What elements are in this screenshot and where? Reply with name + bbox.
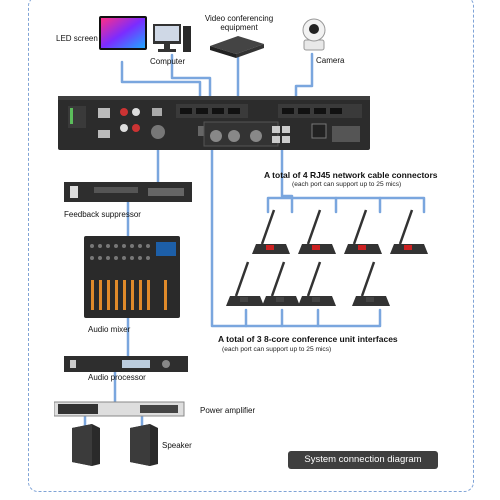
label-audio-processor: Audio processor <box>88 373 146 382</box>
mic-unit <box>252 209 290 254</box>
led-screen-icon <box>99 16 147 50</box>
label-led-screen: LED screen <box>56 34 98 43</box>
wire-computer <box>170 53 212 102</box>
eightcore-microphones <box>226 261 390 306</box>
wire-rj45-trunk <box>280 146 294 214</box>
label-camera: Camera <box>316 56 345 65</box>
label-rj45-sub: (each port can support up to 25 mics) <box>292 181 402 188</box>
label-rj45-title: A total of 4 RJ45 network cable connecto… <box>264 170 438 180</box>
main-conference-unit <box>58 96 370 150</box>
video-conf-icon <box>210 36 264 58</box>
speaker-right-icon <box>130 424 158 466</box>
rj45-microphones <box>252 209 428 254</box>
label-computer: Computer <box>150 57 186 66</box>
camera-icon <box>302 18 326 51</box>
label-feedback-suppressor: Feedback suppressor <box>64 210 141 219</box>
label-power-amplifier: Power amplifier <box>200 406 256 415</box>
wire-camera <box>294 52 314 102</box>
label-video-conf: Video conferencing equipment <box>204 14 274 32</box>
diagram-caption: System connection diagram <box>288 451 438 469</box>
label-8core-title: A total of 3 8-core conference unit inte… <box>218 334 398 344</box>
power-amplifier-icon <box>54 401 185 417</box>
computer-icon <box>153 24 191 52</box>
feedback-suppressor-icon <box>64 182 192 202</box>
diagram-frame <box>28 0 474 492</box>
label-8core-sub: (each port can support up to 25 mics) <box>222 346 332 353</box>
speaker-left-icon <box>72 424 100 466</box>
audio-mixer-icon <box>84 236 180 318</box>
wire-8core-trunk <box>210 146 382 328</box>
label-audio-mixer: Audio mixer <box>88 325 131 334</box>
wire-led <box>120 60 202 102</box>
label-speaker: Speaker <box>162 441 192 450</box>
audio-processor-icon <box>64 356 188 372</box>
